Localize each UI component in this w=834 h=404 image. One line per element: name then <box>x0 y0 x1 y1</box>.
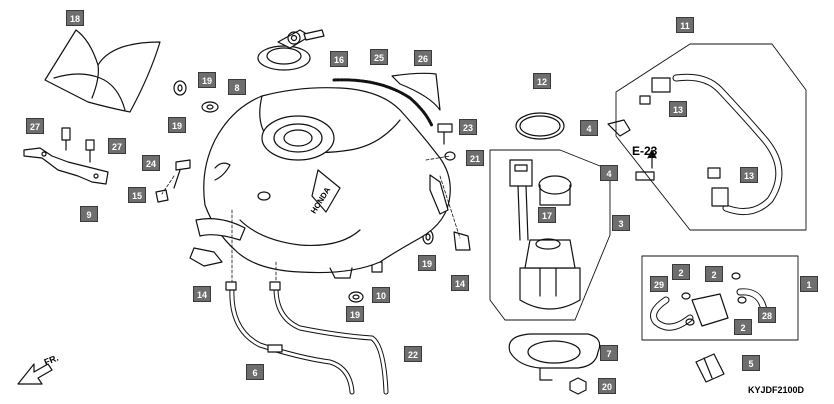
callout-5: 5 <box>742 355 760 371</box>
callout-24: 24 <box>142 155 160 171</box>
tank-fasteners-part <box>189 123 471 267</box>
callout-1: 1 <box>800 276 818 292</box>
callout-3: 3 <box>612 215 630 231</box>
callout-18: 18 <box>66 10 84 26</box>
callout-26: 26 <box>414 50 432 66</box>
callout-27: 27 <box>108 138 126 154</box>
callout-9: 9 <box>80 206 98 222</box>
callout-25: 25 <box>370 49 388 65</box>
callout-14: 14 <box>193 286 211 302</box>
bracket-part <box>23 127 109 185</box>
callout-22: 22 <box>404 346 422 362</box>
callout-29: 29 <box>650 276 668 292</box>
callout-23: 23 <box>459 119 477 135</box>
callout-21: 21 <box>466 150 484 166</box>
leader-lines <box>161 155 461 283</box>
callout-4: 4 <box>580 120 598 136</box>
front-arrow-icon <box>17 363 53 385</box>
callout-4: 4 <box>600 165 618 181</box>
seal-strips-part <box>332 72 441 128</box>
filler-cap-part <box>257 29 325 71</box>
callout-19: 19 <box>198 72 216 88</box>
fuel-tank-part <box>195 87 451 279</box>
callout-15: 15 <box>128 187 146 203</box>
callout-20: 20 <box>598 378 616 394</box>
callout-16: 16 <box>330 51 348 67</box>
reference-label: E-23 <box>632 144 658 158</box>
callout-2: 2 <box>705 266 723 282</box>
callout-19: 19 <box>346 306 364 322</box>
callout-19: 19 <box>168 117 186 133</box>
callout-19: 19 <box>418 255 436 271</box>
callout-27: 27 <box>26 118 44 134</box>
callout-13: 13 <box>669 101 687 117</box>
callout-17: 17 <box>538 207 556 223</box>
callout-14: 14 <box>451 275 469 291</box>
callout-10: 10 <box>372 287 390 303</box>
drain-hoses-part <box>225 281 389 395</box>
fuel-pump-assembly-part <box>489 149 611 321</box>
o-ring-part <box>515 112 565 140</box>
bolt-part <box>155 159 191 203</box>
callout-7: 7 <box>600 345 618 361</box>
connector-part <box>695 353 725 383</box>
fuel-filter-set-part <box>641 255 799 341</box>
callout-11: 11 <box>676 17 694 33</box>
breather-hose-part <box>615 43 807 231</box>
base-plate-part <box>508 333 601 381</box>
diagram-code: KYJDF2100D <box>748 385 805 395</box>
callout-6: 6 <box>246 364 264 380</box>
callout-2: 2 <box>672 264 690 280</box>
callout-12: 12 <box>533 73 551 89</box>
callout-8: 8 <box>228 79 246 95</box>
callout-2: 2 <box>734 319 752 335</box>
callout-28: 28 <box>758 307 776 323</box>
callout-13: 13 <box>740 167 758 183</box>
tank-cover-part <box>44 29 161 113</box>
nut-part <box>569 377 587 395</box>
